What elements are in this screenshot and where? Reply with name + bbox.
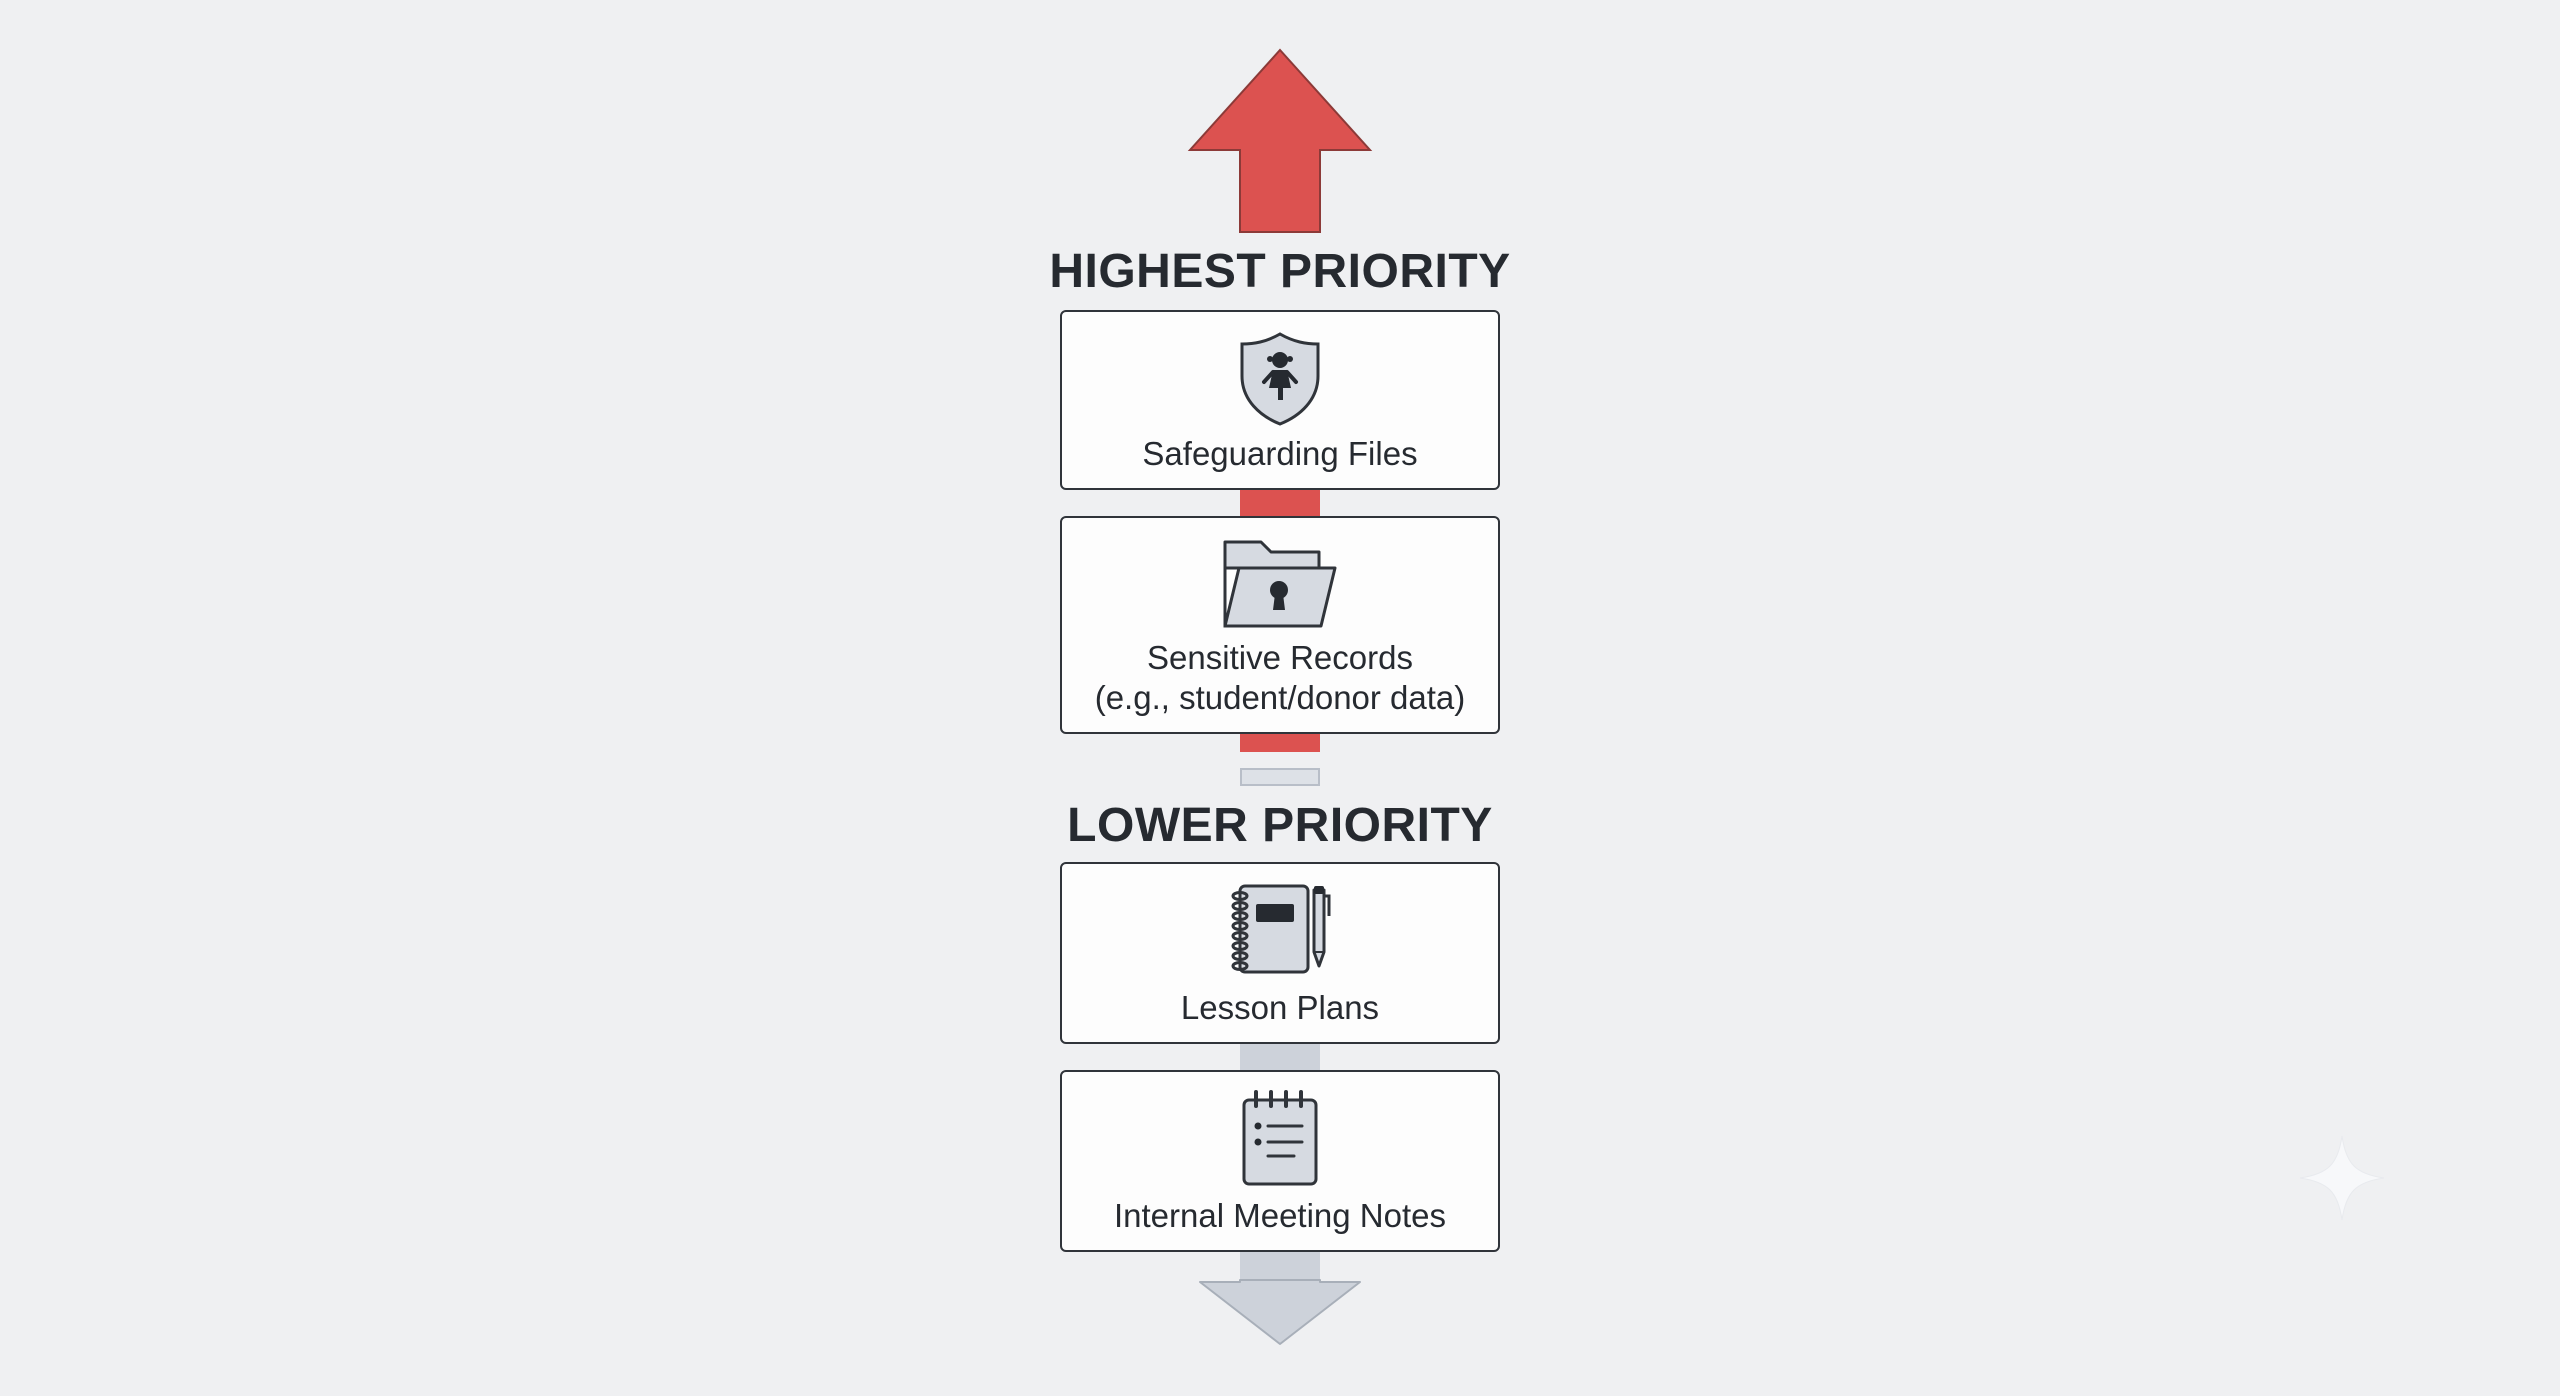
low-priority-connector [1240, 1250, 1320, 1282]
safeguarding-files-card: Safeguarding Files [1060, 310, 1500, 490]
safeguarding-files-label: Safeguarding Files [1142, 435, 1418, 472]
notebook-pencil-icon [1231, 884, 1331, 974]
high-priority-connector [1240, 730, 1320, 752]
notepad-list-icon [1242, 1090, 1318, 1186]
lesson-plans-label: Lesson Plans [1180, 989, 1380, 1026]
shield-child-icon [1240, 332, 1320, 426]
sensitive-records-label: Sensitive Records (e.g., student/donor d… [1094, 639, 1466, 716]
priority-down-arrow-icon [1199, 1279, 1361, 1345]
internal-meeting-notes-label: Internal Meeting Notes [1113, 1197, 1446, 1234]
lower-priority-heading: LOWER PRIORITY [1067, 799, 1493, 852]
sensitive-records-card: Sensitive Records (e.g., student/donor d… [1060, 516, 1500, 734]
locked-folder-icon [1223, 540, 1337, 628]
highest-priority-heading: HIGHEST PRIORITY [1049, 245, 1511, 298]
high-priority-connector [1240, 488, 1320, 518]
low-priority-connector [1240, 1042, 1320, 1072]
internal-meeting-notes-card: Internal Meeting Notes [1060, 1070, 1500, 1252]
priority-up-arrow-icon [1187, 48, 1373, 233]
sparkle-icon [2299, 1135, 2385, 1221]
priority-separator [1240, 768, 1320, 786]
lesson-plans-card: Lesson Plans [1060, 862, 1500, 1044]
